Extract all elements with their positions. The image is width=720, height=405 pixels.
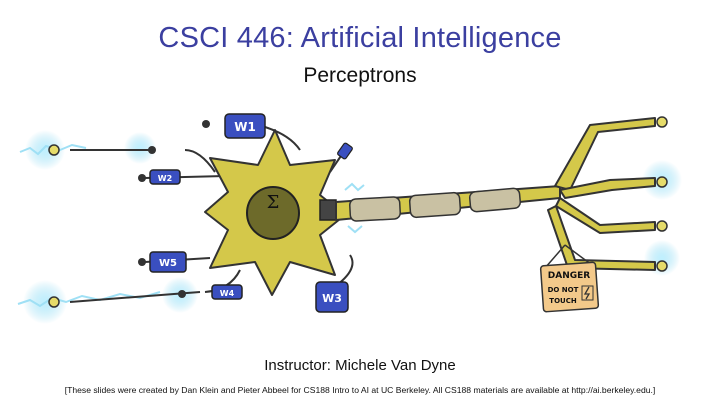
axon — [319, 185, 561, 222]
input-node — [48, 296, 60, 308]
output-node — [656, 176, 668, 188]
input-node — [148, 146, 156, 154]
weight-label: W5 — [159, 258, 177, 269]
output-node — [656, 220, 668, 232]
danger-sign: DANGER DO NOT TOUCH — [539, 244, 600, 313]
input-node — [178, 290, 186, 298]
weight-label: W4 — [220, 289, 235, 298]
lightning-icon — [581, 285, 594, 301]
weight-label: W3 — [322, 292, 342, 305]
danger-sign-line2: DO NOT — [548, 286, 579, 294]
input-node — [48, 144, 60, 156]
weight-block-w5: W5 — [149, 251, 187, 273]
weight-label: W2 — [158, 174, 172, 183]
weight-block-w1: W1 — [224, 113, 266, 139]
spark-icon — [25, 130, 65, 170]
weight-block-w3: W3 — [315, 281, 349, 313]
slide-title: CSCI 446: Artificial Intelligence — [158, 22, 562, 54]
weight-block-w2: W2 — [149, 169, 181, 185]
sum-symbol-icon: Σ — [267, 192, 280, 213]
spark-group — [17, 130, 682, 324]
input-node — [138, 258, 146, 266]
nucleus — [246, 186, 300, 240]
danger-sign-line3: TOUCH — [549, 297, 577, 305]
output-node — [656, 260, 668, 272]
weight-label: W1 — [234, 120, 256, 134]
input-node — [138, 174, 146, 182]
input-node — [202, 120, 210, 128]
credits-line: [These slides were created by Dan Klein … — [64, 385, 656, 395]
weight-block-small — [337, 142, 353, 160]
spark-icon — [124, 132, 156, 164]
weight-block-w4: W4 — [211, 284, 243, 300]
instructor-line: Instructor: Michele Van Dyne — [264, 357, 456, 374]
slide-subtitle: Perceptrons — [303, 64, 417, 87]
axon-terminals — [547, 117, 656, 271]
output-node — [656, 116, 668, 128]
danger-sign-line1: DANGER — [548, 271, 591, 281]
